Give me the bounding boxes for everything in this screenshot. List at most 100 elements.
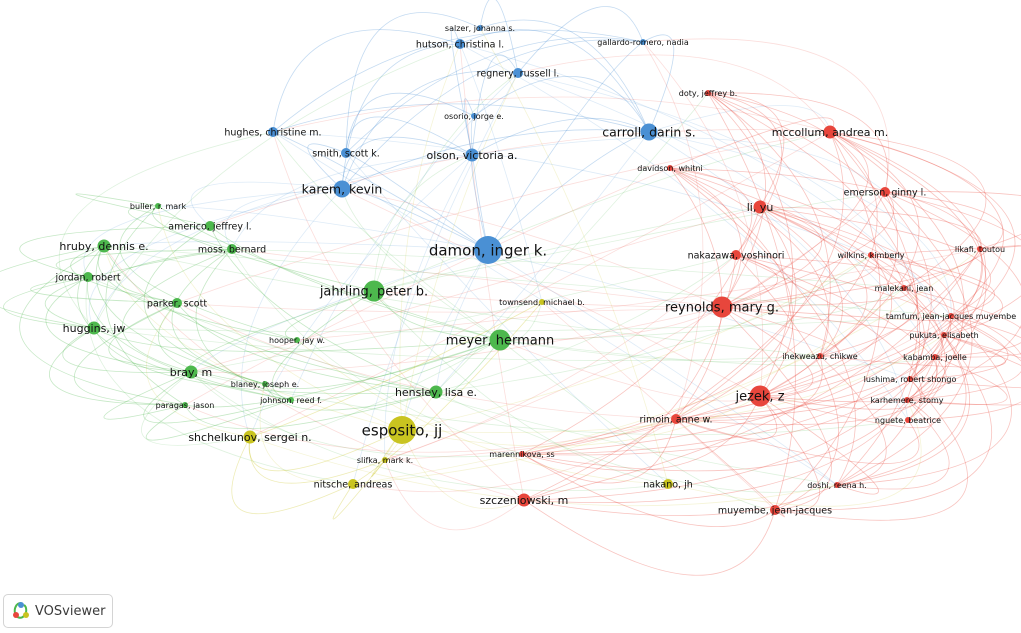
network-node[interactable] bbox=[477, 25, 483, 31]
network-node[interactable] bbox=[977, 246, 983, 252]
network-node[interactable] bbox=[753, 200, 767, 214]
network-node[interactable] bbox=[262, 381, 268, 387]
network-node[interactable] bbox=[880, 187, 890, 197]
network-node[interactable] bbox=[97, 239, 111, 253]
network-edge bbox=[435, 92, 709, 393]
network-node[interactable] bbox=[932, 354, 938, 360]
network-node[interactable] bbox=[907, 376, 913, 382]
network-node[interactable] bbox=[429, 385, 443, 399]
network-node[interactable] bbox=[941, 332, 947, 338]
network-node[interactable] bbox=[731, 250, 741, 260]
network-node[interactable] bbox=[172, 298, 182, 308]
network-node[interactable] bbox=[517, 493, 531, 507]
network-node[interactable] bbox=[711, 296, 733, 318]
network-edge bbox=[371, 429, 403, 478]
network-node[interactable] bbox=[749, 385, 771, 407]
network-node[interactable] bbox=[348, 479, 358, 489]
network-edge bbox=[145, 399, 292, 441]
network-edge bbox=[345, 37, 644, 154]
network-node[interactable] bbox=[455, 39, 465, 49]
network-node[interactable] bbox=[471, 113, 477, 119]
network-node[interactable] bbox=[382, 457, 388, 463]
network-edge bbox=[103, 245, 525, 501]
network-edge bbox=[249, 301, 543, 438]
network-edge bbox=[157, 205, 489, 251]
network-edge bbox=[435, 131, 650, 393]
network-node[interactable] bbox=[294, 337, 300, 343]
network-edge bbox=[190, 371, 669, 492]
network-node[interactable] bbox=[817, 353, 823, 359]
network-edge bbox=[906, 334, 1021, 406]
network-edge bbox=[471, 117, 650, 156]
network-edge bbox=[707, 92, 785, 208]
network-node[interactable] bbox=[288, 397, 294, 403]
network-edge bbox=[97, 245, 298, 341]
network-edge bbox=[85, 276, 354, 485]
network-node[interactable] bbox=[243, 430, 257, 444]
node-label: paragas, jason bbox=[156, 401, 215, 410]
network-edge bbox=[272, 131, 501, 341]
network-node[interactable] bbox=[948, 313, 954, 319]
network-node[interactable] bbox=[388, 416, 416, 444]
vosviewer-logo[interactable]: VOSviewer bbox=[3, 594, 113, 628]
network-node[interactable] bbox=[474, 236, 502, 264]
network-node[interactable] bbox=[705, 90, 711, 96]
network-node[interactable] bbox=[640, 39, 646, 45]
network-edge bbox=[459, 43, 952, 317]
network-edge bbox=[184, 339, 501, 408]
network-edge bbox=[103, 241, 489, 251]
network-node[interactable] bbox=[333, 180, 351, 198]
network-node[interactable] bbox=[823, 125, 837, 139]
network-node[interactable] bbox=[363, 280, 385, 302]
network-edge bbox=[44, 248, 233, 329]
network-edge bbox=[345, 12, 481, 154]
network-node[interactable] bbox=[868, 252, 874, 258]
network-edge bbox=[523, 499, 776, 576]
network-node[interactable] bbox=[539, 299, 545, 305]
network-edge bbox=[675, 418, 920, 465]
network-node[interactable] bbox=[341, 148, 351, 158]
network-node[interactable] bbox=[87, 321, 101, 335]
network-node[interactable] bbox=[519, 451, 525, 457]
node-label: jezek, z bbox=[734, 390, 784, 405]
network-node[interactable] bbox=[83, 272, 93, 282]
network-edge bbox=[435, 249, 489, 393]
network-edge bbox=[249, 436, 386, 484]
network-edge bbox=[521, 334, 945, 455]
network-node[interactable] bbox=[227, 244, 237, 254]
network-edge bbox=[373, 131, 831, 292]
network-node[interactable] bbox=[904, 397, 910, 403]
network-node[interactable] bbox=[770, 505, 780, 515]
node-label: townsend, michael b. bbox=[499, 298, 585, 307]
network-edge bbox=[435, 254, 737, 393]
node-label: blaney, joseph e. bbox=[231, 380, 299, 389]
network-node[interactable] bbox=[184, 365, 198, 379]
network-node[interactable] bbox=[513, 68, 523, 78]
network-edge bbox=[93, 154, 473, 329]
network-node[interactable] bbox=[205, 221, 215, 231]
network-node[interactable] bbox=[640, 123, 658, 141]
node-label: kabamba, joelle bbox=[903, 353, 967, 362]
node-label: olson, victoria a. bbox=[427, 149, 518, 162]
network-edge bbox=[373, 290, 723, 308]
network-node[interactable] bbox=[671, 414, 681, 424]
network-node[interactable] bbox=[667, 165, 673, 171]
network-node[interactable] bbox=[905, 417, 911, 423]
network-edge bbox=[523, 248, 981, 501]
network-edge bbox=[675, 355, 823, 421]
network-edge bbox=[272, 131, 838, 486]
node-label: hutson, christina l. bbox=[416, 39, 504, 50]
network-edge bbox=[93, 43, 461, 329]
network-node[interactable] bbox=[489, 329, 511, 351]
network-node[interactable] bbox=[465, 148, 479, 162]
network-edge bbox=[384, 191, 886, 461]
network-node[interactable] bbox=[901, 285, 907, 291]
network-edge bbox=[341, 136, 473, 190]
network-edge bbox=[759, 248, 983, 397]
network-node[interactable] bbox=[663, 479, 673, 489]
network-node[interactable] bbox=[834, 482, 840, 488]
network-edge bbox=[759, 206, 952, 358]
network-node[interactable] bbox=[155, 203, 161, 209]
network-node[interactable] bbox=[182, 402, 188, 408]
network-node[interactable] bbox=[268, 127, 278, 137]
